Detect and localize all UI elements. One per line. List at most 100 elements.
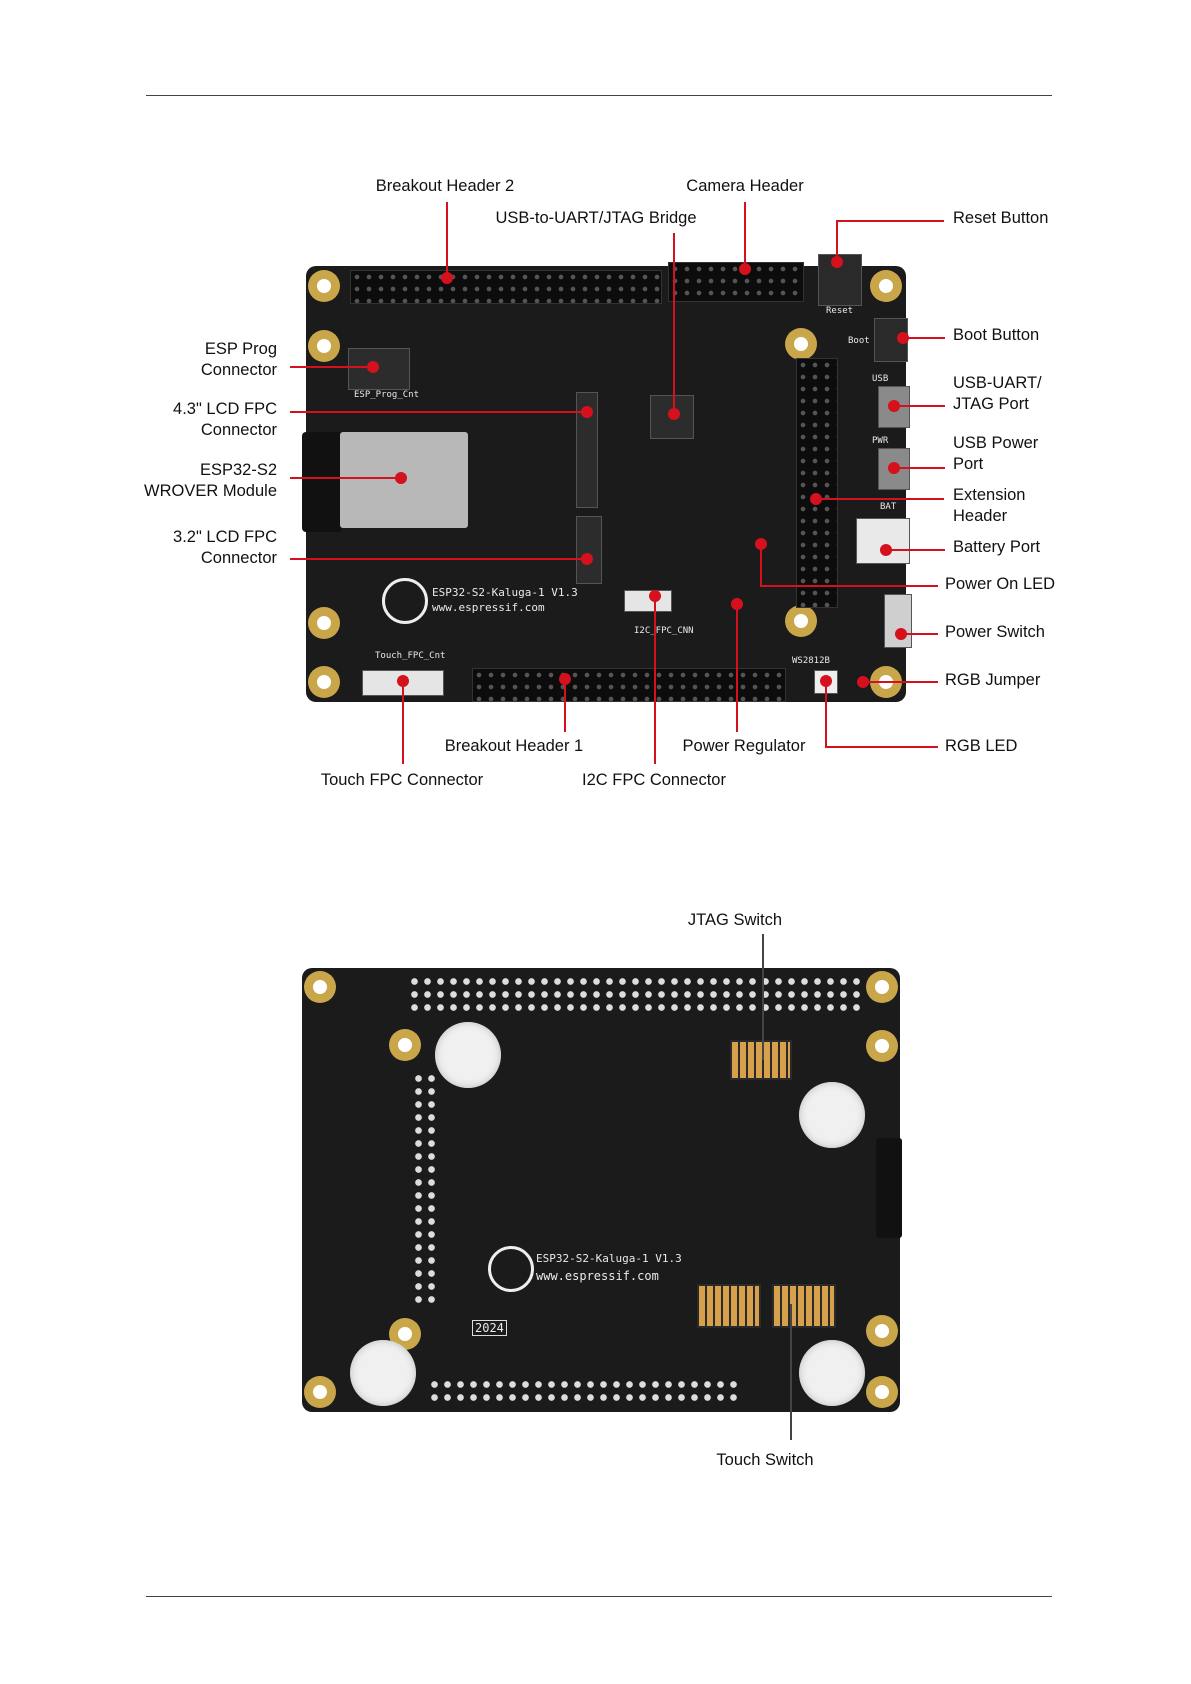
bottom-pcb-edge-tab bbox=[876, 1138, 902, 1238]
callout-line bbox=[673, 233, 675, 413]
callout-dot bbox=[810, 493, 822, 505]
label-lcd43-1: 4.3" LCD FPC bbox=[173, 400, 277, 418]
mount-hole bbox=[785, 328, 817, 360]
callout-line bbox=[736, 603, 738, 732]
top-pcb-edge-tab bbox=[302, 432, 342, 532]
label-boot-button: Boot Button bbox=[953, 326, 1040, 344]
lcd32-fpc-part bbox=[576, 516, 602, 584]
label-power-regulator: Power Regulator bbox=[682, 737, 806, 755]
label-usb-uart-1: USB-UART/ bbox=[953, 374, 1042, 392]
callout-line bbox=[862, 681, 938, 683]
callout-line bbox=[654, 595, 656, 764]
callout-dot bbox=[649, 590, 661, 602]
via-column-left bbox=[412, 1072, 438, 1304]
mount-hole bbox=[304, 971, 336, 1003]
breakout-header-2 bbox=[350, 270, 662, 304]
callout-dot bbox=[831, 256, 843, 268]
label-power-switch: Power Switch bbox=[945, 623, 1045, 641]
silk-rgb: WS2812B bbox=[792, 656, 830, 666]
callout-dot bbox=[897, 332, 909, 344]
callout-line bbox=[816, 498, 944, 500]
callout-dot bbox=[395, 472, 407, 484]
mount-hole bbox=[308, 330, 340, 362]
silk-touch-fpc: Touch_FPC_Cnt bbox=[375, 651, 446, 661]
callout-line bbox=[760, 543, 762, 587]
callout-dot bbox=[581, 406, 593, 418]
top-rule bbox=[146, 95, 1052, 96]
callout-dot bbox=[559, 673, 571, 685]
label-rgb-jumper: RGB Jumper bbox=[945, 671, 1041, 689]
callout-line bbox=[564, 678, 566, 732]
label-i2c-fpc: I2C FPC Connector bbox=[582, 771, 726, 789]
mount-hole bbox=[308, 270, 340, 302]
label-usb-uart-2: JTAG Port bbox=[953, 395, 1029, 413]
silk-reset: Reset bbox=[826, 306, 854, 316]
label-esp-prog-2: Connector bbox=[200, 361, 277, 379]
label-camera-header: Camera Header bbox=[686, 177, 804, 195]
bottom-silk-brand: ESP32-S2-Kaluga-1 V1.3 bbox=[536, 1252, 682, 1265]
touch-switch-part-left bbox=[697, 1284, 761, 1328]
lcd43-fpc-part bbox=[576, 392, 598, 508]
top-silk-brand: ESP32-S2-Kaluga-1 V1.3 bbox=[432, 586, 578, 599]
label-power-on-led: Power On LED bbox=[945, 575, 1056, 593]
callout-dot bbox=[820, 675, 832, 687]
callout-dot bbox=[755, 538, 767, 550]
callout-dot bbox=[441, 272, 453, 284]
callout-line bbox=[893, 405, 945, 407]
espressif-logo-icon bbox=[488, 1246, 534, 1292]
callout-dot bbox=[739, 263, 751, 275]
via-row-bottom bbox=[428, 1378, 740, 1406]
callout-line bbox=[762, 934, 764, 1060]
silk-bat: BAT bbox=[880, 502, 897, 512]
label-touch-switch: Touch Switch bbox=[716, 1451, 814, 1469]
esp-prog-connector-part bbox=[348, 348, 410, 390]
callout-line bbox=[290, 477, 400, 479]
callout-line bbox=[836, 220, 944, 222]
mount-hole bbox=[304, 1376, 336, 1408]
label-esp32-1: ESP32-S2 bbox=[199, 461, 277, 479]
label-ext-header-2: Header bbox=[953, 507, 1008, 525]
callout-line bbox=[900, 633, 938, 635]
mount-hole bbox=[870, 270, 902, 302]
i2c-fpc-part bbox=[624, 590, 672, 612]
label-lcd43-2: Connector bbox=[200, 421, 277, 439]
callout-line bbox=[446, 202, 448, 278]
rubber-foot bbox=[435, 1022, 501, 1088]
rubber-foot bbox=[799, 1082, 865, 1148]
callout-dot bbox=[857, 676, 869, 688]
callout-line bbox=[402, 680, 404, 764]
callout-dot bbox=[581, 553, 593, 565]
callout-line bbox=[885, 549, 945, 551]
mount-hole bbox=[866, 971, 898, 1003]
callout-dot bbox=[888, 462, 900, 474]
callout-dot bbox=[895, 628, 907, 640]
silk-pwr: PWR bbox=[872, 436, 889, 446]
rubber-foot bbox=[350, 1340, 416, 1406]
callout-line bbox=[744, 202, 746, 268]
battery-port-part bbox=[856, 518, 910, 564]
mount-hole bbox=[308, 607, 340, 639]
bottom-rule bbox=[146, 1596, 1052, 1597]
label-esp32-2: WROVER Module bbox=[144, 482, 277, 500]
espressif-logo-icon bbox=[382, 578, 428, 624]
power-switch-part bbox=[884, 594, 912, 648]
touch-switch-part-right bbox=[772, 1284, 836, 1328]
label-touch-fpc: Touch FPC Connector bbox=[320, 771, 484, 789]
callout-line bbox=[825, 746, 938, 748]
callout-dot bbox=[880, 544, 892, 556]
camera-header bbox=[668, 262, 804, 302]
rubber-foot bbox=[799, 1340, 865, 1406]
label-rgb-led: RGB LED bbox=[945, 737, 1018, 755]
via-row-top bbox=[408, 975, 862, 1015]
callout-dot bbox=[397, 675, 409, 687]
label-breakout-header-2: Breakout Header 2 bbox=[375, 177, 515, 195]
mount-hole bbox=[866, 1030, 898, 1062]
mount-hole bbox=[389, 1029, 421, 1061]
callout-line bbox=[836, 220, 838, 262]
callout-dot bbox=[668, 408, 680, 420]
label-ext-header-1: Extension bbox=[953, 486, 1026, 504]
bottom-silk-year: 2024 bbox=[472, 1320, 507, 1336]
callout-dot bbox=[731, 598, 743, 610]
silk-esp-prog: ESP_Prog_Cnt bbox=[354, 390, 420, 400]
label-jtag-switch: JTAG Switch bbox=[687, 911, 783, 929]
